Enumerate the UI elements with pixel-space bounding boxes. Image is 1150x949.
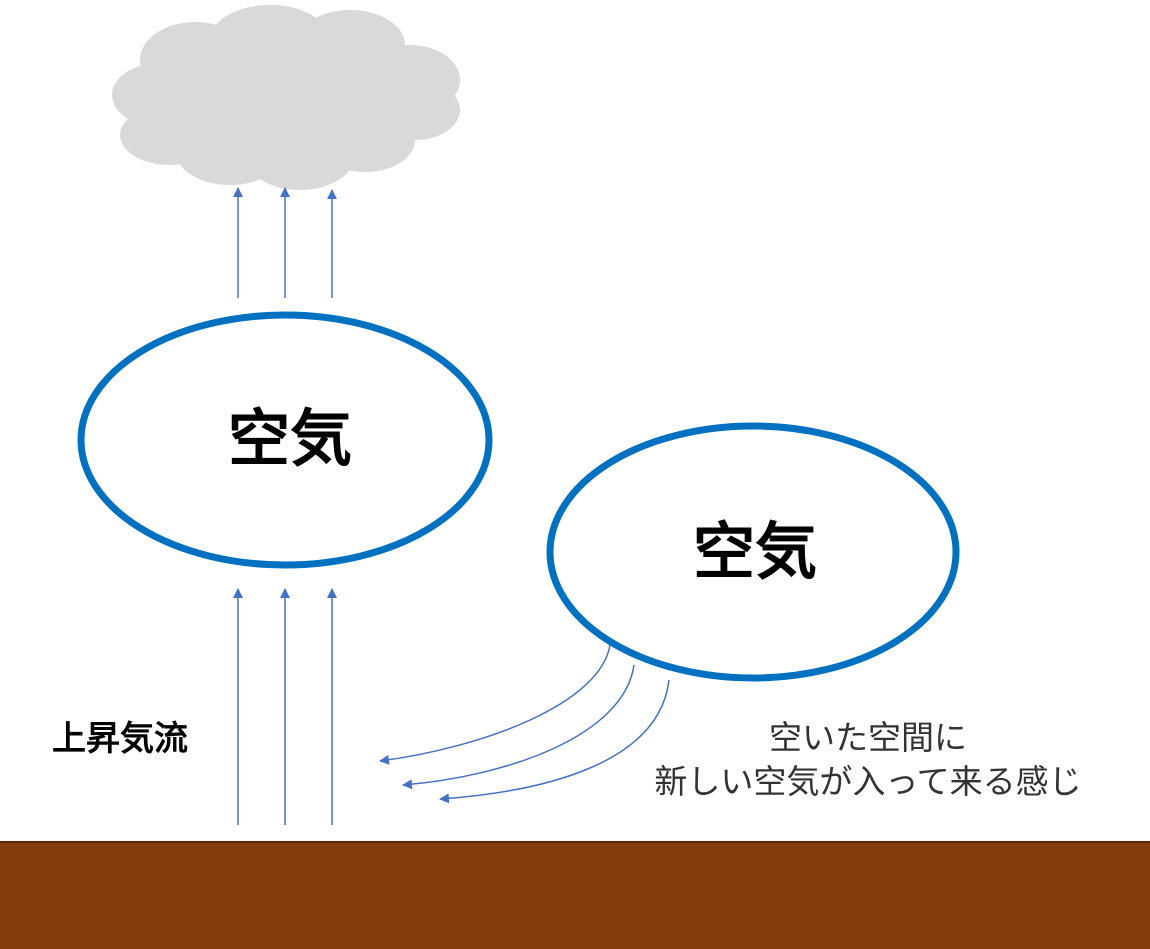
- updraft-label: 上昇気流: [52, 719, 188, 759]
- inflow-arrow: [439, 679, 670, 804]
- note-line-1: 空いた空間に: [769, 718, 967, 757]
- cloud-icon: [112, 5, 460, 190]
- air-bubble-right-label: 空気: [693, 515, 817, 588]
- inflow-arrow: [402, 664, 635, 790]
- air-bubble-left-label: 空気: [228, 402, 352, 475]
- air-bubble-right: [546, 422, 960, 682]
- inflow-arrow: [379, 644, 611, 765]
- inflow-arrows: [379, 644, 670, 804]
- note-line-2: 新しい空気が入って来る感じ: [654, 762, 1081, 801]
- updraft-arrows: [233, 588, 337, 825]
- arrows-to-cloud: [233, 187, 337, 298]
- ground: [0, 842, 1150, 949]
- air-bubble-left: [77, 311, 493, 569]
